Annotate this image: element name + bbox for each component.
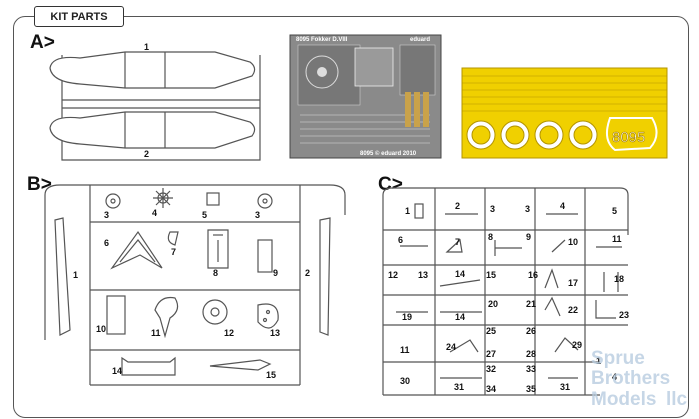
- part-label-c28: 28: [526, 349, 536, 359]
- part-label-b14: 14: [112, 366, 122, 376]
- part-label-b2: 2: [305, 268, 310, 278]
- part-label-b9: 9: [273, 268, 278, 278]
- part-label-c10: 10: [568, 237, 578, 247]
- part-label-b3b: 3: [255, 210, 260, 220]
- part-label-c24: 24: [446, 342, 456, 352]
- part-label-c29: 29: [572, 340, 582, 350]
- sprue-b-labels: 1 2 3 4 5 3 6 7 8 9 10 11 12 13 14 15: [73, 208, 310, 380]
- watermark-line1: Sprue: [591, 348, 645, 369]
- watermark-suffix: llc: [666, 389, 688, 410]
- sprue-a: [49, 51, 261, 161]
- part-label-b10: 10: [96, 324, 106, 334]
- part-label-b5: 5: [202, 210, 207, 220]
- part-label-c32: 32: [486, 364, 496, 374]
- part-label-c5: 5: [612, 206, 617, 216]
- photo-etch-label: 8095 Fokker D.VIII: [296, 37, 348, 43]
- part-label-b3: 3: [104, 210, 109, 220]
- part-label-b7: 7: [171, 247, 176, 257]
- part-label-b4: 4: [152, 208, 157, 218]
- photo-etch-brand: eduard: [410, 37, 430, 43]
- part-label-c14b: 14: [455, 312, 465, 322]
- watermark-line3: Models: [591, 389, 656, 410]
- part-label-c8: 8: [488, 232, 493, 242]
- part-label-a2: 2: [144, 149, 149, 159]
- part-label-c4: 4: [560, 201, 565, 211]
- part-label-c21: 21: [526, 299, 536, 309]
- part-label-c19: 19: [402, 312, 412, 322]
- part-label-b11: 11: [151, 328, 161, 338]
- section-b-label: B>: [27, 174, 52, 195]
- part-label-c16: 16: [528, 270, 538, 280]
- photo-etch-fret: 8095 Fokker D.VIII eduard 8095 © eduard …: [289, 34, 442, 159]
- part-label-c11b: 11: [400, 345, 410, 355]
- part-label-c4b: 4: [612, 372, 617, 382]
- sprue-c-labels: 1 2 3 3 4 5 6 7 8 9 10 11 12 13 14 15 16…: [388, 201, 629, 394]
- part-label-c25: 25: [486, 326, 496, 336]
- part-label-b13: 13: [270, 328, 280, 338]
- part-label-c30: 30: [400, 376, 410, 386]
- part-label-b15: 15: [266, 370, 276, 380]
- part-label-b6: 6: [104, 238, 109, 248]
- part-label-b8: 8: [213, 268, 218, 278]
- part-label-c27: 27: [486, 349, 496, 359]
- section-c-label: C>: [378, 174, 403, 195]
- photo-etch-bottom-text: 8095 © eduard 2010: [360, 150, 417, 157]
- part-label-c31b: 31: [560, 382, 570, 392]
- part-label-c23: 23: [619, 310, 629, 320]
- part-label-c22: 22: [568, 305, 578, 315]
- part-label-c18: 18: [614, 274, 624, 284]
- mask-label: 8095: [612, 129, 645, 146]
- part-label-c2: 2: [455, 201, 460, 211]
- part-label-c31: 31: [454, 382, 464, 392]
- part-label-c20: 20: [488, 299, 498, 309]
- part-label-c34: 34: [486, 384, 496, 394]
- part-label-c3b: 3: [525, 204, 530, 214]
- sprue-c: [382, 187, 629, 396]
- section-a-label: A>: [30, 32, 55, 53]
- part-label-b1: 1: [73, 270, 78, 280]
- part-label-c17: 17: [568, 278, 578, 288]
- part-label-c15: 15: [486, 270, 496, 280]
- kit-parts-frame: [13, 16, 689, 418]
- part-label-c3: 3: [490, 204, 495, 214]
- part-label-c1: 1: [405, 206, 410, 216]
- part-label-c26: 26: [526, 326, 536, 336]
- part-label-c7: 7: [455, 237, 460, 247]
- part-label-c1b: 1: [596, 356, 601, 366]
- mask-sheet: 8095: [461, 67, 668, 159]
- part-label-c9: 9: [526, 232, 531, 242]
- part-label-c13: 13: [418, 270, 428, 280]
- part-label-a1: 1: [144, 42, 149, 52]
- part-label-b12: 12: [224, 328, 234, 338]
- part-label-c33: 33: [526, 364, 536, 374]
- part-label-c35: 35: [526, 384, 536, 394]
- part-label-c12: 12: [388, 270, 398, 280]
- watermark-line2: Brothers: [591, 368, 670, 389]
- part-label-c6: 6: [398, 235, 403, 245]
- sprue-b: [44, 184, 346, 386]
- kit-parts-tab: KIT PARTS: [34, 6, 124, 27]
- part-label-c14: 14: [455, 269, 465, 279]
- watermark-logo: Sprue Brothers Models llc: [591, 348, 688, 410]
- part-label-c11: 11: [612, 234, 622, 244]
